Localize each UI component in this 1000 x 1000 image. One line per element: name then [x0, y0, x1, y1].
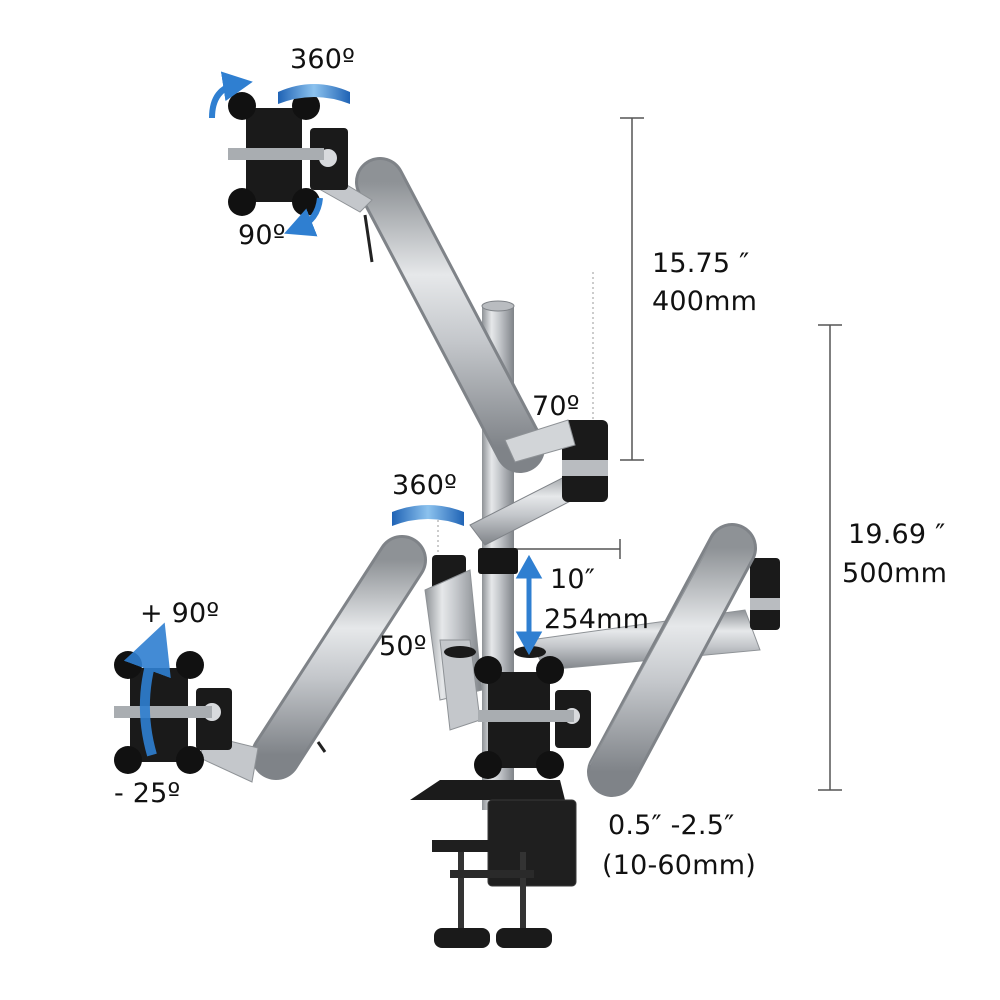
total-height-inch-label: 19.69 ″ — [848, 519, 946, 550]
clamp-range-mm-label: (10-60mm) — [602, 850, 756, 881]
upper-height-mm-label: 400mm — [652, 286, 758, 317]
upper-arm-angle-label: 70º — [532, 391, 580, 422]
mid-rotation-label: 360º — [392, 470, 458, 501]
total-height-mm-label: 500mm — [842, 558, 948, 589]
clamp-range-inch-label: 0.5″ -2.5″ — [608, 810, 735, 841]
desk-clamp — [410, 780, 577, 948]
center-vesa-plate — [439, 639, 591, 779]
height-adjust-mm-label: 254mm — [544, 604, 650, 635]
right-lower-arm — [529, 523, 780, 797]
tilt-arrow-icon — [123, 622, 171, 757]
column-collar — [478, 548, 518, 574]
height-adjust-inch-label: 10″ — [550, 564, 596, 595]
upper-arm — [355, 157, 608, 546]
tilt-down-label: - 25º — [114, 778, 181, 809]
double-arrow-icon — [515, 554, 543, 656]
rotate-360-arrow-icon — [278, 84, 350, 104]
rotate-90-arrow-icon — [209, 71, 323, 237]
dimension-reference-lines — [437, 272, 594, 560]
rotate-360-arrow-icon — [392, 505, 464, 526]
tilt-up-label: + 90º — [140, 598, 220, 629]
top-rotation-label: 360º — [290, 44, 356, 75]
dimension-column-offset — [500, 539, 621, 559]
top-tilt-label: 90º — [238, 220, 286, 251]
upper-height-inch-label: 15.75 ″ — [652, 248, 750, 279]
dimension-total-height — [818, 324, 842, 791]
dimension-upper-height — [620, 117, 644, 461]
pole-cap — [481, 300, 515, 312]
lower-arm-angle-label: 50º — [379, 631, 427, 662]
left-lower-arm — [199, 535, 483, 783]
